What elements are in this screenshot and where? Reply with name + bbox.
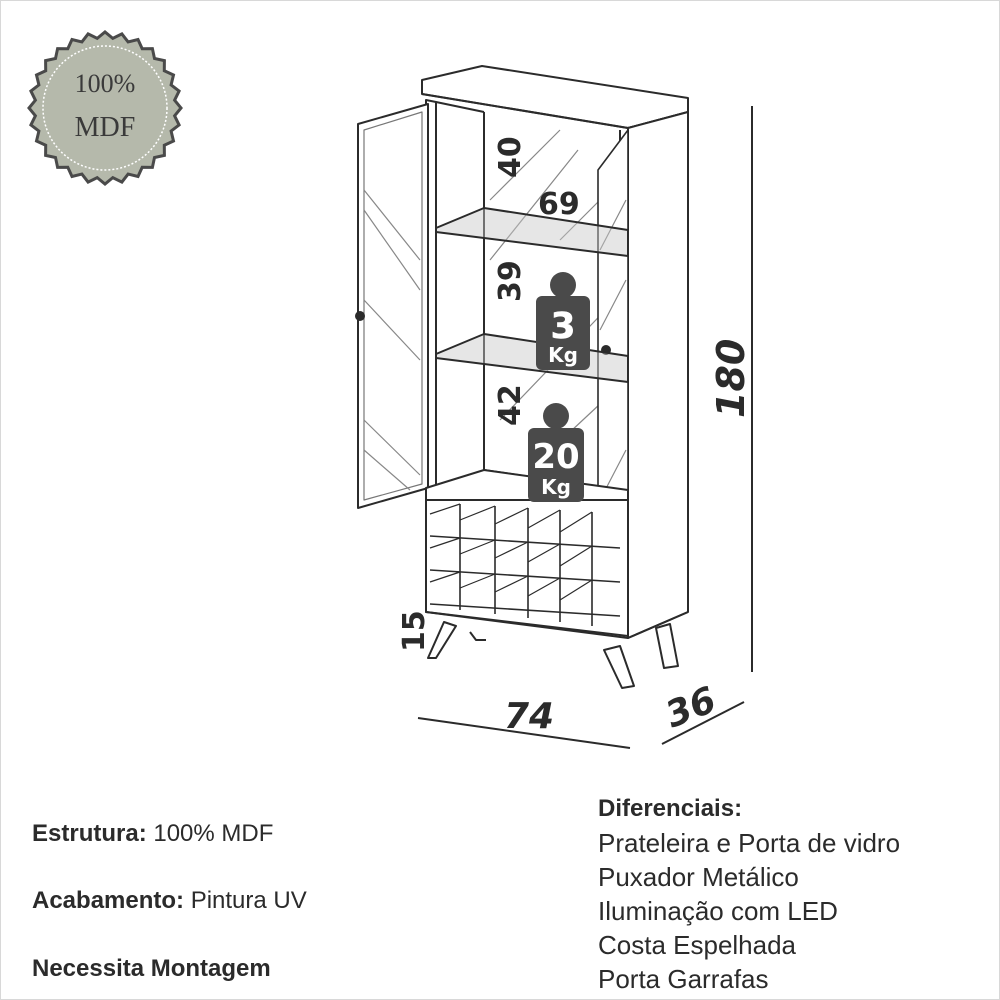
spec-acabamento-value: Pintura UV: [190, 887, 307, 914]
dim-top-gap: 40: [493, 136, 528, 178]
dim-bottom-gap: 42: [493, 384, 528, 426]
spec-estrutura-label: Estrutura:: [32, 820, 147, 847]
spec-estrutura: Estrutura: 100% MDF: [32, 820, 273, 848]
cabinet-side-panel: [627, 111, 689, 639]
diferencial-item: Costa Espelhada: [598, 930, 797, 960]
badge-line2: MDF: [75, 112, 136, 143]
leg-front-right: [603, 645, 635, 689]
weight-value-20: 20: [532, 437, 579, 477]
weight-value-3: 3: [550, 306, 575, 347]
mdf-badge: 100% MDF: [27, 30, 183, 186]
door-handle-left: [355, 311, 365, 321]
spec-estrutura-value: 100% MDF: [153, 820, 274, 847]
diferencial-item: Iluminação com LED: [598, 896, 838, 926]
dim-width: 74: [504, 696, 554, 737]
badge-line1: 100%: [75, 69, 136, 98]
base-rail: [425, 611, 689, 639]
dim-shelf-width: 69: [538, 187, 580, 222]
width-line: [417, 717, 631, 749]
weight-tag-3kg: 3 Kg: [536, 272, 590, 370]
depth-line: [661, 701, 745, 745]
badge-seal-shape: [27, 30, 183, 186]
badge-inner-ring: [42, 45, 168, 171]
dim-total-height: 180: [709, 339, 753, 418]
diferencial-item: Puxador Metálico: [598, 862, 799, 892]
diferenciais-block: Diferenciais: Prateleira e Porta de vidr…: [598, 792, 900, 996]
cabinet-top: [421, 65, 689, 129]
glass-shelf-upper: [435, 207, 629, 257]
dimension-lines: [417, 106, 753, 749]
spec-montagem-label: Necessita Montagem: [32, 955, 271, 982]
weight-unit-20: Kg: [541, 475, 571, 499]
diferencial-item: Porta Garrafas: [598, 964, 769, 994]
spec-montagem: Necessita Montagem: [32, 955, 271, 983]
spec-acabamento: Acabamento: Pintura UV: [32, 887, 307, 915]
weight-tag-20kg: 20 Kg: [528, 403, 584, 502]
weight-unit-3: Kg: [548, 343, 578, 367]
diferenciais-title: Diferenciais:: [598, 795, 743, 822]
leg-back-right: [655, 623, 679, 669]
dim-middle-gap: 39: [493, 260, 528, 302]
diferencial-item: Prateleira e Porta de vidro: [598, 828, 901, 858]
dim-leg-height: 15: [397, 610, 432, 652]
right-glass-door: [597, 129, 629, 545]
dim-depth: 36: [660, 680, 722, 737]
leg-front-left: [427, 621, 457, 659]
spec-acabamento-label: Acabamento:: [32, 887, 185, 914]
left-glass-door: [357, 103, 429, 509]
